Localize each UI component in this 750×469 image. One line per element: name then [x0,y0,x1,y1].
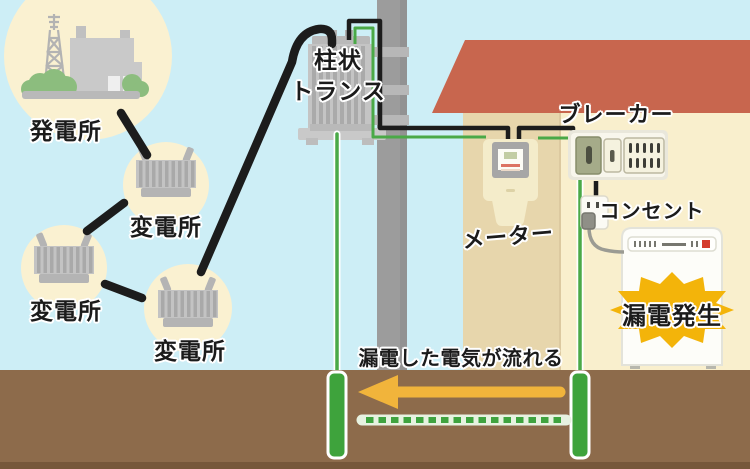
appliance-power-light [702,240,710,248]
pole-transformer-icon [298,30,386,145]
substation-2-label: 変電所 [30,299,102,325]
power-plant-label: 発電所 [30,119,102,145]
breaker-label: ブレーカー [558,103,674,128]
substation-3-label: 変電所 [154,339,226,365]
burst-badge-label: 漏電発生 [622,302,722,330]
plant-chimney [120,30,130,42]
leak-flow-caption: 漏電した電気が流れる [358,346,564,370]
leak-flow-arrow-icon [358,375,566,409]
plant-ground-pad [22,91,140,99]
branch-breaker-bank [623,137,665,174]
house-roof [432,40,750,113]
transmission-tower [42,14,68,96]
pole-transformer-label-line1: 柱状 [314,48,362,74]
plant-window [108,76,120,93]
pole-transformer-label: 柱状トランス [263,46,413,108]
plug-icon [581,212,596,230]
ground-soil-dark-strip [0,462,750,469]
transmission-line [82,24,337,303]
burst-badge-icon [610,272,734,348]
power-plant-icon [21,14,149,99]
meter-icon [483,139,538,226]
substation-1-label: 変電所 [130,215,202,241]
plant-chimney [76,26,86,42]
power-cord [587,226,625,254]
ground-electrode-icon [569,370,591,460]
breaker-panel-icon [568,130,668,180]
pole-transformer-label-line2: トランス [290,79,386,105]
outlet-label: コンセント [599,199,705,223]
ground-wires [333,130,584,378]
ground-electrode-icon [326,370,348,460]
